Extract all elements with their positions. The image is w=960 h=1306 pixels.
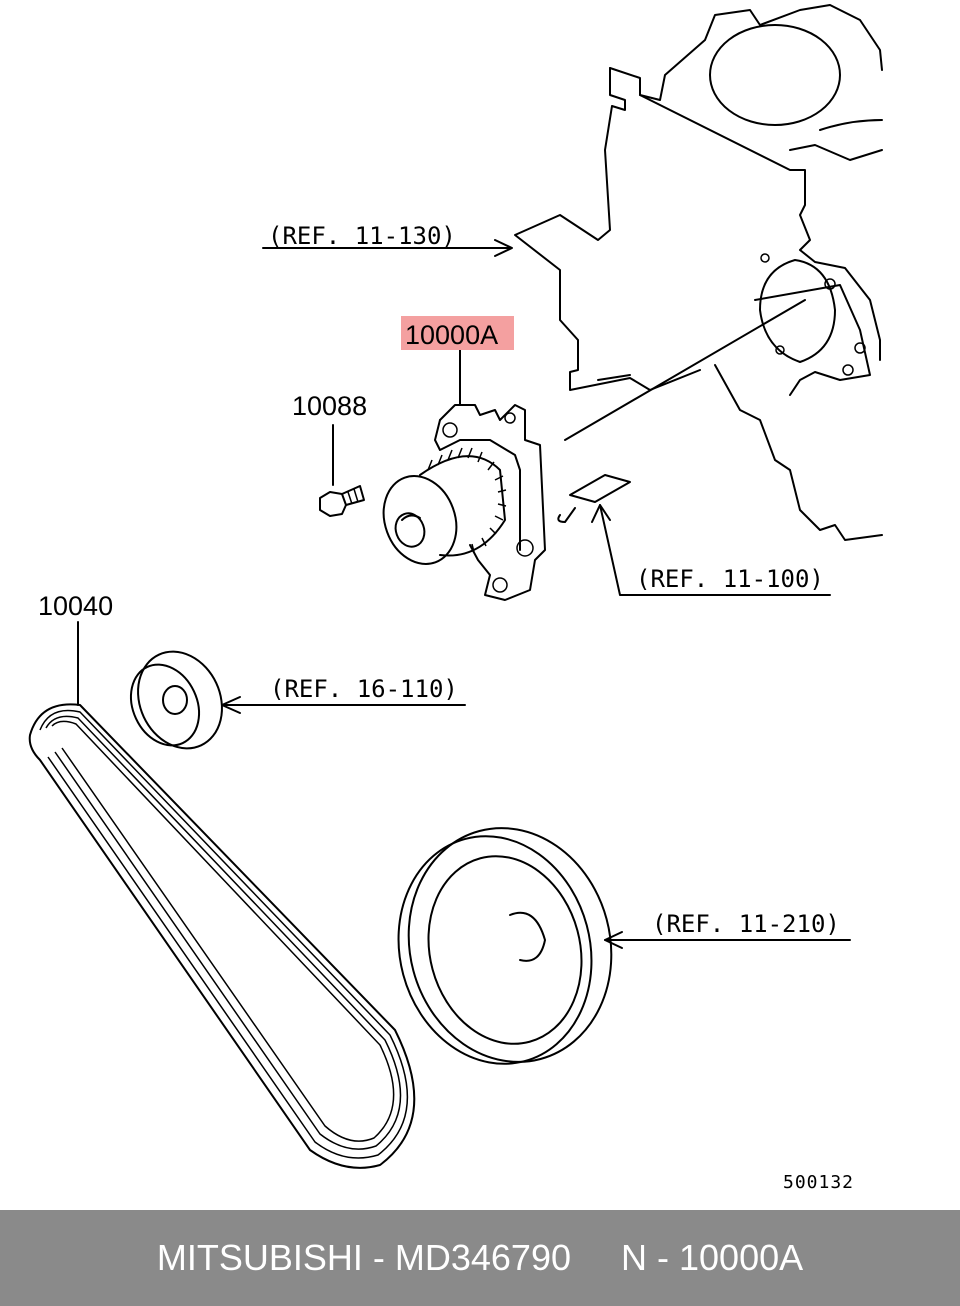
footer-part-info: MITSUBISHI - MD346790 N - 10000A (156, 1237, 804, 1278)
dowel-pin-drawing (557, 474, 631, 523)
leader-lines (221, 239, 851, 949)
part-number-bolt: 10088 (292, 391, 367, 421)
footer-bar: MITSUBISHI - MD346790 N - 10000A (0, 1210, 960, 1306)
idler-pulley-drawing (129, 650, 223, 750)
ref-11-100-label: (REF. 11-100) (636, 565, 824, 593)
part-number-belt: 10040 (38, 591, 113, 621)
engine-block-drawing (514, 4, 883, 541)
ref-16-110-label: (REF. 16-110) (270, 675, 458, 703)
ref-11-210-label: (REF. 11-210) (652, 910, 840, 938)
parts-diagram: (REF. 11-130) 10000A 10088 (REF. 11-100)… (28, 4, 883, 1193)
highlight-box (401, 316, 514, 350)
water-pump-drawing (382, 404, 546, 601)
crank-pulley-drawing (397, 827, 613, 1065)
drive-belt-drawing (28, 621, 416, 1169)
ref-11-130-label: (REF. 11-130) (268, 222, 456, 250)
drawing-code: 500132 (783, 1172, 854, 1193)
part-number-water-pump: 10000A (405, 320, 498, 350)
bolt-drawing (319, 424, 365, 517)
